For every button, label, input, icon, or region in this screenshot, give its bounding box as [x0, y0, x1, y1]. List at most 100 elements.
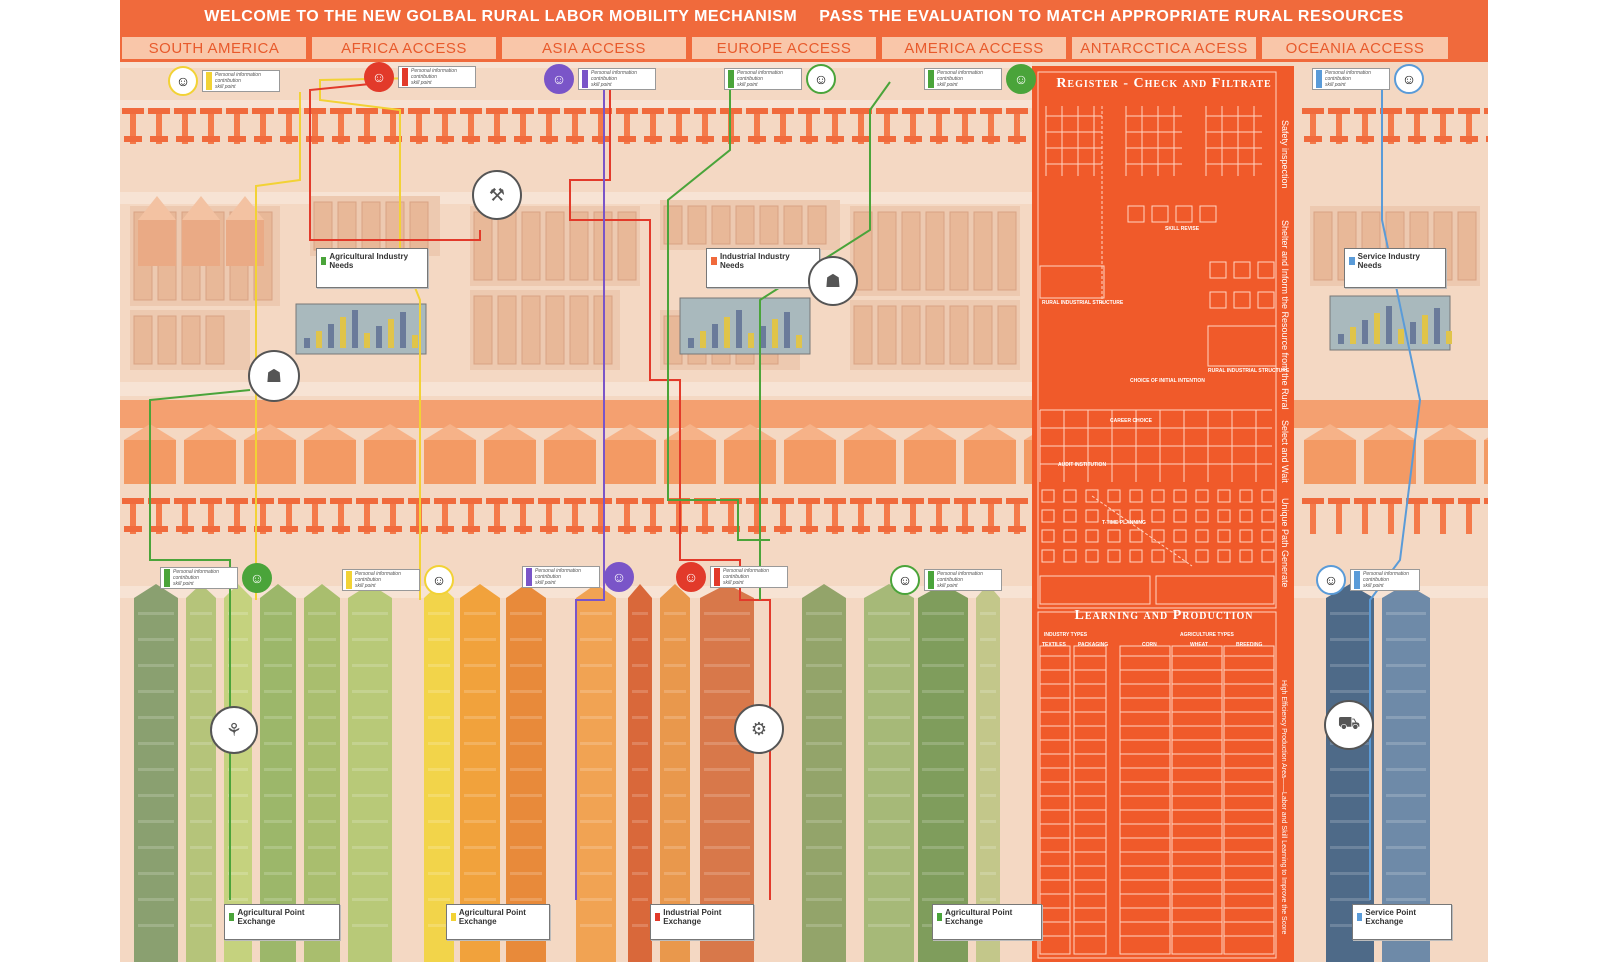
maze-bar — [280, 526, 298, 532]
field-texture — [308, 898, 336, 901]
field-texture — [138, 846, 174, 849]
field-texture — [428, 716, 450, 719]
building — [783, 205, 803, 245]
person-icon: ☺ — [604, 562, 634, 592]
tab-antarctica-access[interactable]: ANTARCCTICA ACESS — [1072, 37, 1256, 59]
row-house — [1484, 440, 1488, 484]
agricultural-needs-callout[interactable]: Agricultural Industry Needs — [316, 248, 428, 288]
maze-bar — [878, 526, 896, 532]
field-strip — [260, 598, 296, 962]
field-texture — [464, 768, 496, 771]
maze-bar — [174, 498, 196, 504]
maze-bar — [202, 526, 220, 532]
strip-roof — [134, 584, 178, 598]
maze-bar — [644, 526, 662, 532]
building — [545, 211, 565, 281]
building — [901, 305, 921, 365]
node-cell — [1217, 509, 1231, 523]
service-exchange-callout[interactable]: Service Point Exchange — [1352, 904, 1452, 940]
maze-bar — [826, 136, 844, 142]
field-texture — [580, 898, 612, 901]
field-texture — [1386, 794, 1426, 797]
field-texture — [806, 794, 842, 797]
tab-asia-access[interactable]: ASIA ACCESS — [502, 37, 686, 59]
warehouse — [182, 220, 220, 266]
tab-oceania-access[interactable]: OCEANIA ACCESS — [1262, 37, 1448, 59]
field-texture — [580, 924, 612, 927]
field-texture — [264, 612, 292, 615]
maze-bar — [772, 108, 794, 114]
field-texture — [922, 768, 964, 771]
tab-africa-access[interactable]: AFRICA ACCESS — [312, 37, 496, 59]
chart-bar — [760, 326, 766, 348]
maze-bar — [384, 136, 402, 142]
field-texture — [1386, 638, 1426, 641]
label-breeding: BREEDING — [1236, 642, 1263, 648]
maze-bar — [538, 108, 560, 114]
maze-post — [286, 504, 292, 534]
node-cell — [1239, 489, 1253, 503]
maze-bar — [514, 136, 532, 142]
maze-bar — [980, 108, 1002, 114]
chart-bar — [736, 310, 742, 348]
agricultural-exchange-callout[interactable]: Agricultural Point Exchange — [224, 904, 340, 940]
row-house — [604, 440, 656, 484]
chart-bar — [1338, 334, 1344, 344]
tab-america-access[interactable]: AMERICA ACCESS — [882, 37, 1066, 59]
maze-post — [650, 114, 656, 144]
tab-south-america[interactable]: SOUTH AMERICA — [122, 37, 306, 59]
maze-bar — [748, 526, 766, 532]
field-texture — [264, 794, 292, 797]
industrial-needs-callout[interactable]: Industrial Industry Needs — [706, 248, 820, 288]
field-texture — [806, 612, 842, 615]
agricultural-exchange-callout-2[interactable]: Agricultural Point Exchange — [446, 904, 550, 940]
field-texture — [664, 794, 686, 797]
maze-bar — [696, 136, 714, 142]
field-texture — [922, 638, 964, 641]
maze-bar — [1406, 108, 1428, 114]
field-texture — [632, 846, 648, 849]
maze-bar — [824, 498, 846, 504]
person-icon: ☺ — [544, 64, 574, 94]
service-needs-callout[interactable]: Service Industry Needs — [1344, 248, 1446, 288]
field-texture — [806, 924, 842, 927]
maze-post — [754, 114, 760, 144]
banner-left-title: WELCOME TO THE NEW GOLBAL RURAL LABOR MO… — [204, 8, 798, 25]
maze-bar — [746, 108, 768, 114]
tab-europe-access[interactable]: EUROPE ACCESS — [692, 37, 876, 59]
maze-post — [988, 114, 994, 144]
field-texture — [704, 898, 750, 901]
field-texture — [138, 716, 174, 719]
row-house-roof — [844, 424, 896, 440]
maze-bar — [358, 136, 376, 142]
agricultural-exchange-callout-3[interactable]: Agricultural Point Exchange — [932, 904, 1042, 940]
maze-post — [832, 504, 838, 534]
field-texture — [664, 898, 686, 901]
field-texture — [868, 924, 910, 927]
building — [925, 305, 945, 365]
row-house-roof — [1484, 437, 1488, 440]
maze-bar — [202, 136, 220, 142]
row-house-roof — [484, 424, 536, 440]
maze-post — [780, 504, 786, 534]
industrial-exchange-callout[interactable]: Industrial Point Exchange — [650, 904, 754, 940]
maze-bar — [1432, 108, 1454, 114]
maze-bar — [408, 108, 430, 114]
maze-bar — [1380, 108, 1402, 114]
maze-bar — [304, 108, 326, 114]
maze-post — [1440, 504, 1446, 534]
person-icon: ☺ — [242, 563, 272, 593]
maze-post — [442, 114, 448, 144]
